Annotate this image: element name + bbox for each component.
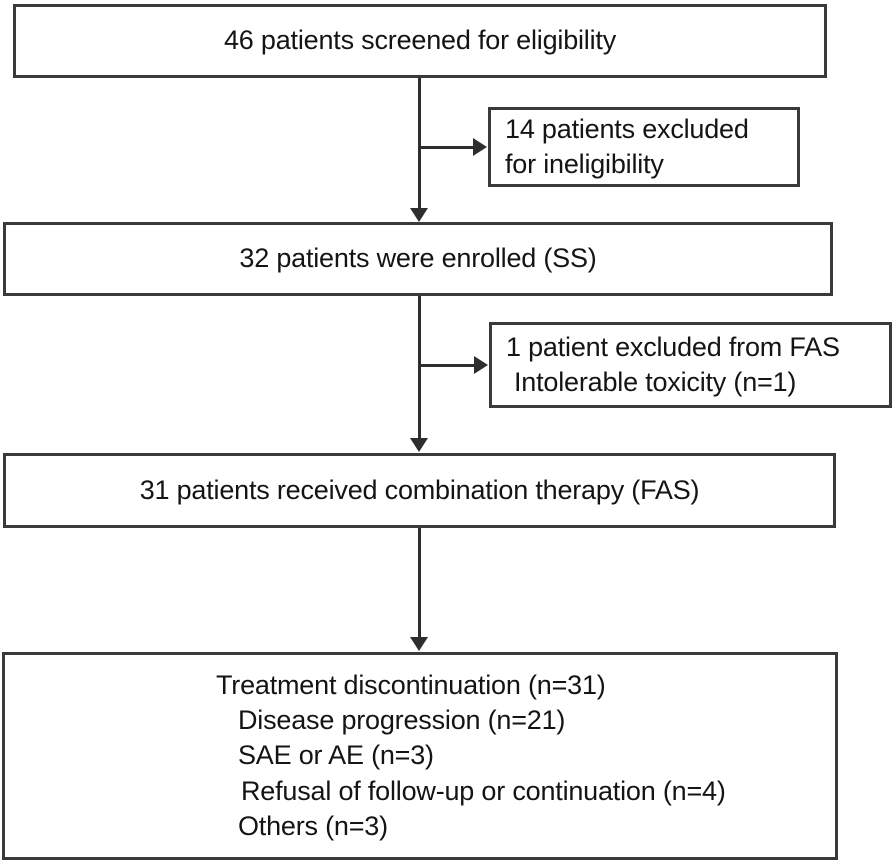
node-received-text: 31 patients received combination therapy… xyxy=(139,474,700,505)
node-excluded-fas: 1 patient excluded from FAS Intolerable … xyxy=(489,322,892,408)
arrowhead-down-icon xyxy=(410,637,428,651)
discontinuation-reason-sae-or-ae: SAE or AE (n=3) xyxy=(238,740,434,771)
node-excluded-fas-line-2: Intolerable toxicity (n=1) xyxy=(514,367,797,397)
connector-screened-to-excluded-ineligibility xyxy=(418,146,473,149)
connector-received-to-discontinuation xyxy=(418,528,421,638)
node-enrolled: 32 patients were enrolled (SS) xyxy=(3,222,833,296)
node-excluded-ineligibility-line-1: 14 patients excluded xyxy=(505,113,749,144)
discontinuation-reason-others: Others (n=3) xyxy=(238,810,388,841)
node-excluded-fas-line-1: 1 patient excluded from FAS xyxy=(506,331,840,362)
arrowhead-down-icon xyxy=(410,438,428,452)
node-screened-text: 46 patients screened for eligibility xyxy=(223,25,617,56)
discontinuation-header: Treatment discontinuation (n=31) xyxy=(216,670,606,701)
node-enrolled-text: 32 patients were enrolled (SS) xyxy=(239,243,597,274)
connector-screened-to-enrolled xyxy=(418,78,421,210)
discontinuation-reason-refusal: Refusal of follow-up or continuation (n=… xyxy=(241,775,726,806)
node-excluded-ineligibility: 14 patients excluded for ineligibility xyxy=(488,107,800,187)
node-received: 31 patients received combination therapy… xyxy=(3,453,836,528)
node-discontinuation: Treatment discontinuation (n=31) Disease… xyxy=(2,652,838,860)
arrowhead-right-icon xyxy=(474,356,488,374)
connector-enrolled-to-received xyxy=(418,296,421,439)
discontinuation-lines: Treatment discontinuation (n=31) Disease… xyxy=(216,668,726,843)
discontinuation-reason-disease-progression: Disease progression (n=21) xyxy=(238,705,566,736)
arrowhead-down-icon xyxy=(410,208,428,222)
node-excluded-ineligibility-line-2: for ineligibility xyxy=(505,149,664,179)
connector-enrolled-to-excluded-fas xyxy=(418,364,474,367)
node-screened: 46 patients screened for eligibility xyxy=(13,4,827,78)
arrowhead-right-icon xyxy=(473,138,487,156)
